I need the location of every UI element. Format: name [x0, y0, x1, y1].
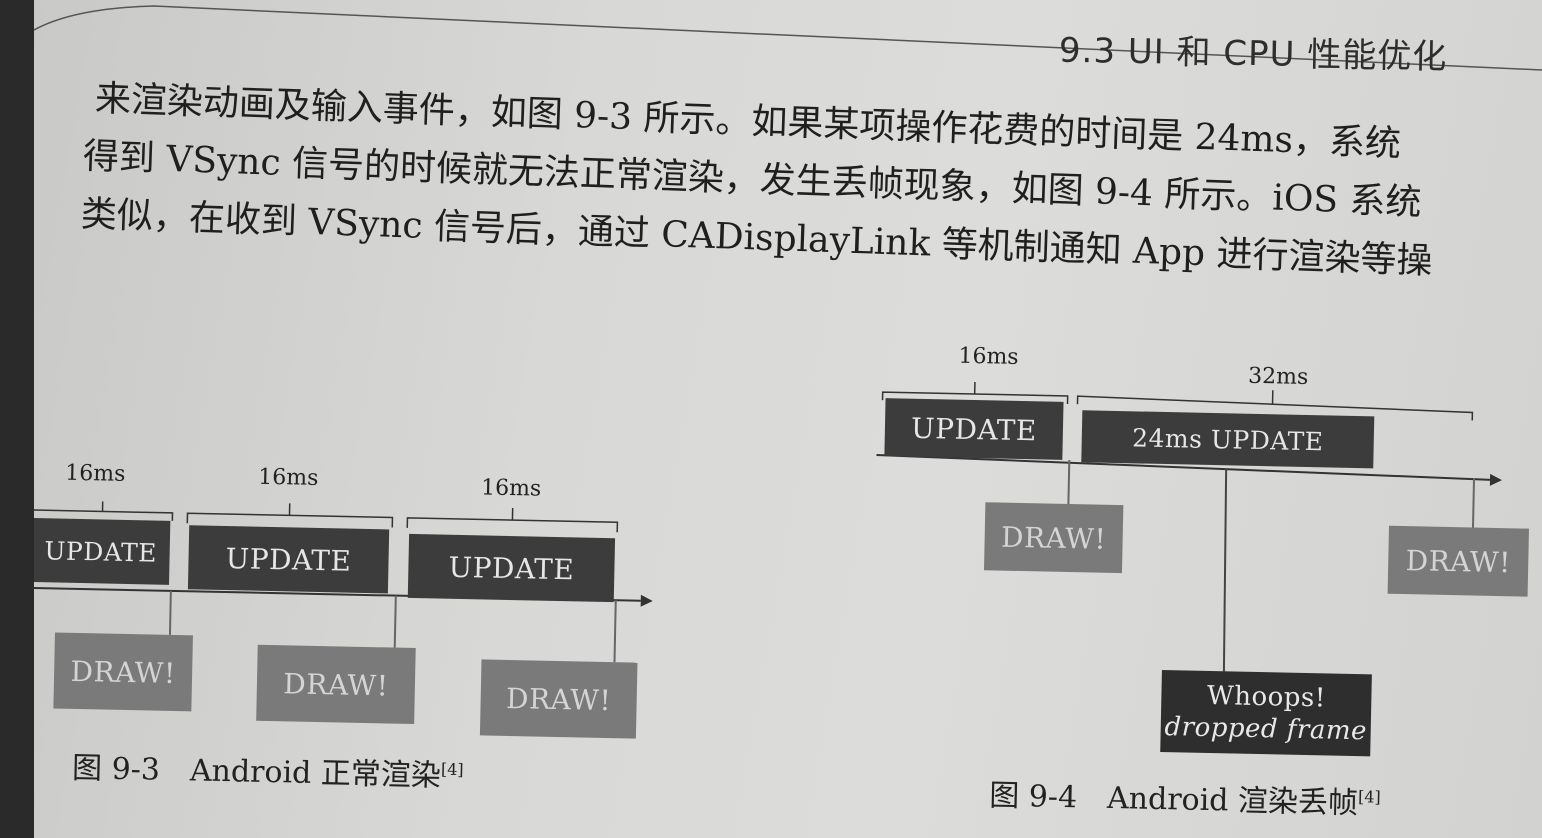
draw-box-1: DRAW! — [53, 632, 193, 712]
figure-9-4-caption: 图 9-4 Android 渲染丢帧[4] — [989, 770, 1381, 822]
long-update-box: 24ms UPDATE — [1081, 410, 1375, 469]
draw-box-3: DRAW! — [479, 659, 638, 739]
running-head: 9.3 UI 和 CPU 性能优化 — [1058, 30, 1448, 78]
update-box-3: UPDATE — [407, 533, 616, 603]
draw-box-1: DRAW! — [983, 502, 1124, 574]
update-box-1: UPDATE — [34, 517, 171, 585]
figure-9-4-ref: [4] — [1357, 787, 1381, 807]
dropped-frame-text: dropped frame — [1164, 712, 1368, 747]
figure-9-4-lines — [876, 382, 1502, 673]
update-box-2: UPDATE — [187, 525, 390, 594]
book-page: 9.3 UI 和 CPU 性能优化 来渲染动画及输入事件，如图 9-3 所示。如… — [34, 0, 1542, 838]
figure-9-3-caption: 图 9-3 Android 正常渲染[4] — [72, 743, 464, 795]
dropped-frame-box: Whoops! dropped frame — [1160, 670, 1372, 757]
figure-9-3: 16ms 16ms 16ms UPDATE UPDATE UPDATE DRAW… — [34, 440, 684, 814]
interval-label-16ms: 16ms — [958, 343, 1019, 370]
header-rule — [34, 5, 1542, 71]
whoops-text: Whoops! — [1206, 680, 1327, 714]
figure-9-3-caption-text: 图 9-3 Android 正常渲染 — [71, 750, 442, 794]
figure-9-3-ref: [4] — [440, 759, 464, 780]
draw-box-2: DRAW! — [1387, 525, 1529, 597]
update-box: UPDATE — [884, 398, 1064, 460]
interval-label-2: 16ms — [258, 464, 319, 491]
figure-9-4-caption-text: 图 9-4 Android 渲染丢帧 — [988, 778, 1359, 822]
interval-label-1: 16ms — [65, 460, 126, 487]
body-paragraph: 来渲染动画及输入事件，如图 9-3 所示。如果某项操作花费的时间是 24ms，系… — [80, 70, 1542, 295]
figure-9-4: 16ms 32ms UPDATE 24ms UPDATE DRAW! DRAW!… — [869, 330, 1539, 824]
draw-box-2: DRAW! — [256, 644, 416, 725]
interval-label-3: 16ms — [480, 475, 542, 502]
interval-label-32ms: 32ms — [1247, 363, 1309, 390]
